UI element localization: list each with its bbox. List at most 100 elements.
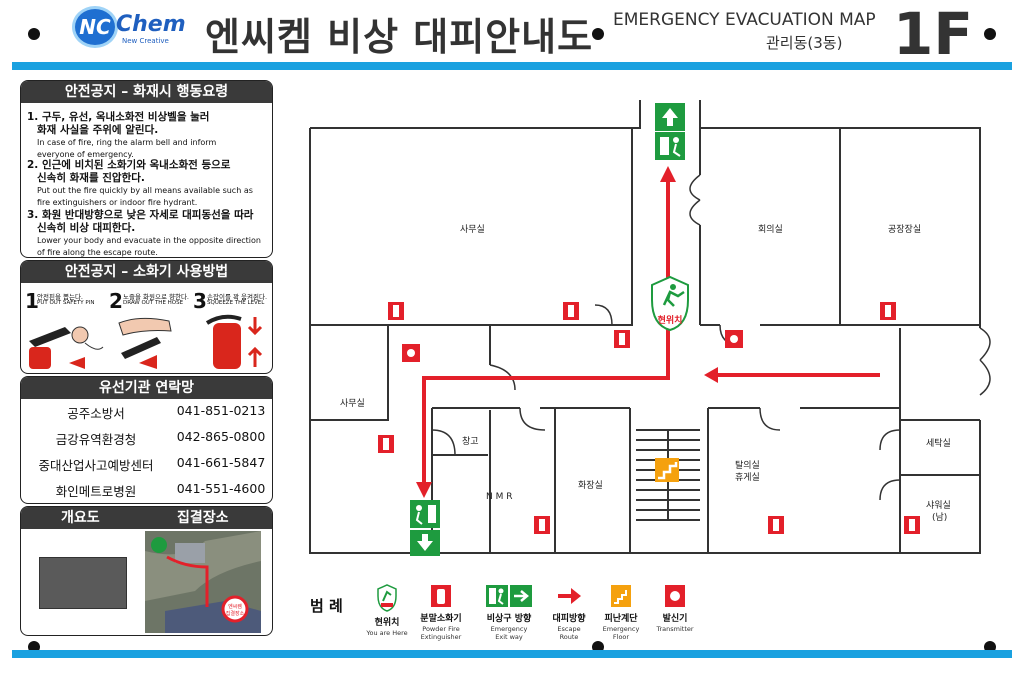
squeeze-handle-illustration-icon [205,314,263,369]
overview-label: 개요도 [61,510,100,526]
fire-action-title: 안전공지 – 화재시 행동요령 [21,81,272,103]
overview-panel: 개요도 집결장소 엔씨켐 집결장소 [20,506,273,636]
room-nmr: N M R [486,492,513,502]
contact-name: 화인메트로병원 [55,484,137,499]
legend-label: 피난계단 [604,614,638,624]
building-name: 관리동(3동) [766,34,843,52]
exit-sign-top-icon [655,103,685,160]
legend-item-transmitter: 발신기 Transmitter [642,584,708,633]
fire-step-1-ko-2: 화재 사실을 주위에 알린다. [37,124,159,136]
legend-en: Transmitter [656,625,694,633]
top-divider-bar [12,62,1012,70]
legend-title: 범 례 [310,597,343,615]
stairs-icon [611,585,631,607]
extinguisher-usage-panel: 안전공지 – 소화기 사용방법 1 안전핀을 뽑는다. PUT OUT SAFE… [20,260,273,374]
pull-pin-illustration-icon [29,326,104,369]
contact-row: 화인메트로병원 041-551-4600 [21,481,272,503]
logo-word: Chem [116,12,186,37]
logo-tagline: New Creative [122,37,169,45]
contact-phone: 041-551-4600 [176,481,266,496]
exit-sign-bottom-icon [410,500,440,556]
fire-step-2-en-2: fire extinguishers or indoor fire hydran… [37,198,198,207]
fire-step-3: 3. 화원 반대방향으로 낮은 자세로 대피동선을 따라 신속히 비상 대피한다… [27,209,261,257]
transmitter-icon [665,585,685,607]
legend-item-exit: 비상구 방향 Emergency Exit way [476,584,542,641]
fire-action-panel: 안전공지 – 화재시 행동요령 1. 구두, 유선, 옥내소화전 비상벨을 눌러… [20,80,273,258]
contact-row: 공주소방서 041-851-0213 [21,403,272,429]
room-meeting: 회의실 [758,225,783,235]
fire-step-3-ko-1: 3. 화원 반대방향으로 낮은 자세로 대피동선을 따라 [27,209,254,221]
door-swings [431,174,991,501]
legend-en: Exit way [495,633,523,641]
extinguisher-usage-title: 안전공지 – 소화기 사용방법 [21,261,272,283]
contact-phone: 042-865-0800 [176,429,266,444]
mount-hole-top-left [28,28,40,40]
aim-hose-illustration-icon [118,317,172,369]
contact-phone: 041-851-0213 [176,403,266,418]
extinguisher-step-2-en: DRAW OUT THE HOSE [123,300,184,306]
escape-arrow-icon [558,588,581,604]
company-logo: NC Chem New Creative [72,6,222,52]
floor-label: 1F [893,0,973,68]
extinguisher-step-1-ko: 안전핀을 뽑는다. [37,293,83,301]
legend-label: 발신기 [662,614,688,624]
emergency-contacts-title: 유선기관 연락망 [21,377,272,399]
contact-name: 중대산업사고예방센터 [38,458,154,473]
contact-row: 금강유역환경청 042-865-0800 [21,429,272,455]
fire-step-1: 1. 구두, 유선, 옥내소화전 비상벨을 눌러 화재 사실을 주위에 알린다.… [27,111,216,161]
fire-extinguisher-icon [431,585,451,607]
room-laundry: 세탁실 [926,439,951,449]
fire-step-1-en-2: everyone of emergency. [37,150,134,159]
legend-item-you-are-here: 현위치 You are Here [354,584,420,637]
fire-step-3-en-1: Lower your body and evacuate in the oppo… [37,236,261,245]
contact-row: 중대산업사고예방센터 041-661-5847 [21,455,272,481]
legend-label: 비상구 방향 [486,614,532,624]
page-title-english: EMERGENCY EVACUATION MAP [613,10,876,30]
extinguisher-step-1: 1 안전핀을 뽑는다. PUT OUT SAFETY PIN [25,289,107,371]
legend-en: Escape [557,625,581,633]
room-office-top: 사무실 [460,225,485,235]
fire-step-2: 2. 인근에 비치된 소화기와 옥내소화전 등으로 신속히 화재를 진압한다. … [27,159,253,209]
assembly-aerial-photo: 엔씨켐 집결장소 [145,531,261,633]
fire-extinguisher-markers [378,302,920,534]
fire-step-3-en-2: of fire along the escape route. [37,248,158,257]
extinguisher-step-1-num: 1 [25,289,39,313]
legend-item-escape-route: 대피방향 Escape Route [536,584,602,641]
legend-item-stairs: 피난계단 Emergency Floor [588,584,654,641]
extinguisher-step-2-num: 2 [109,289,123,313]
legend-en: Floor [612,633,630,641]
legend-label: 현위치 [374,618,400,628]
mount-hole-top-right [984,28,996,40]
fire-step-1-ko-1: 1. 구두, 유선, 옥내소화전 비상벨을 눌러 [27,111,210,123]
room-storage: 창고 [462,437,479,447]
room-restroom: 화장실 [578,481,603,491]
room-shower-1: 샤워실 [926,501,951,511]
extinguisher-step-3-ko: 손잡이를 꽉 움켜쥔다. [207,293,268,301]
you-are-here-marker-icon: 현위치 [651,275,689,332]
extinguisher-step-2-ko: 노즐을 화원으로 향한다. [123,293,189,301]
extinguisher-step-2: 2 노즐을 화원으로 향한다. DRAW OUT THE HOSE [109,289,191,371]
extinguisher-step-3: 3 손잡이를 꽉 움켜쥔다. SQUEEZE THE LEVEL [193,289,272,371]
route-arrowheads [416,166,718,498]
escape-routes [422,180,880,490]
page-title: 엔씨켐 비상 대피안내도 [205,15,594,59]
legend-en: You are Here [366,629,408,637]
overview-map-image [39,557,127,609]
bottom-divider-bar [12,650,1012,658]
legend-en: Route [559,633,579,641]
legend-label: 분말소화기 [420,614,462,624]
extinguisher-step-3-num: 3 [193,289,207,313]
legend-item-extinguisher: 분말소화기 Powder Fire Extinguisher [408,584,474,641]
contact-name: 금강유역환경청 [55,432,137,447]
room-locker-2: 휴게실 [735,473,760,483]
assembly-label: 집결장소 [177,510,229,526]
legend-en: Powder Fire [422,625,460,633]
room-factory-head: 공장장실 [888,225,922,235]
emergency-contacts-panel: 유선기관 연락망 공주소방서 041-851-0213 금강유역환경청 042-… [20,376,273,504]
assembly-badge-2: 집결장소 [226,610,245,617]
logo-mark: NC [72,6,118,48]
fire-step-3-ko-2: 신속히 비상 대피한다. [37,222,136,234]
exit-sign-icon [486,585,532,607]
overview-header: 개요도 집결장소 [21,507,272,529]
